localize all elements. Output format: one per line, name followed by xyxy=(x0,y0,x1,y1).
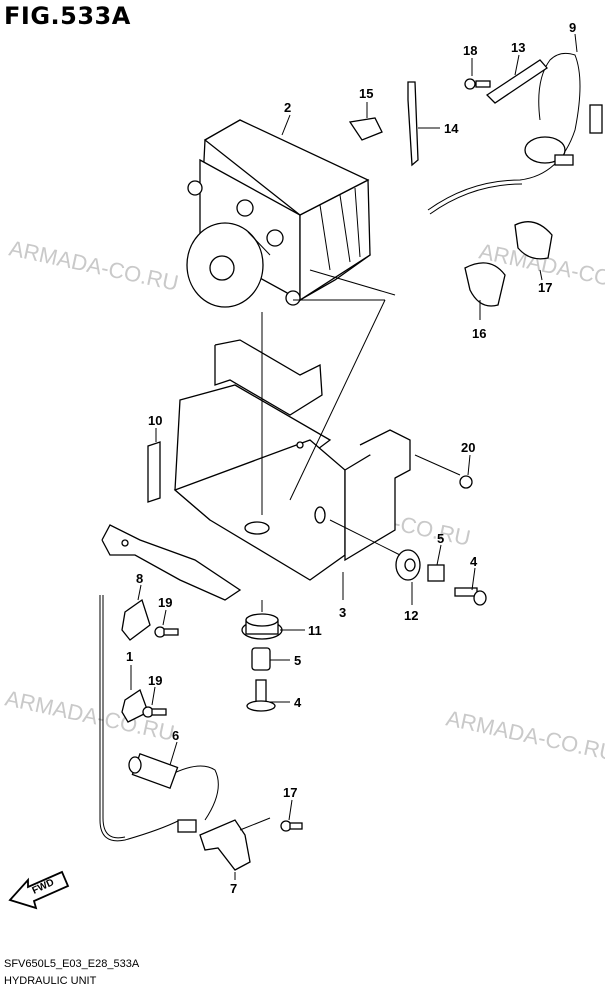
bolt-part-19-upper xyxy=(154,626,179,638)
callout-20: 20 xyxy=(461,440,475,455)
callout-9: 9 xyxy=(569,20,576,35)
bolt-part-18 xyxy=(464,78,491,90)
clip-part-15 xyxy=(348,117,383,141)
callout-8: 8 xyxy=(136,571,143,586)
callout-10: 10 xyxy=(148,413,162,428)
clamp-part-16 xyxy=(464,262,506,307)
callout-3: 3 xyxy=(339,605,346,620)
clamp-part-7 xyxy=(199,819,251,871)
callout-5-right: 5 xyxy=(437,531,444,546)
section-name: HYDRAULIC UNIT xyxy=(4,975,97,987)
callout-18: 18 xyxy=(463,43,477,58)
callout-17-upper: 17 xyxy=(538,280,552,295)
grommet-part-11 xyxy=(241,613,283,640)
bracket-part-3 xyxy=(101,339,411,601)
callout-1: 1 xyxy=(126,649,133,664)
bolt-part-4-right xyxy=(454,587,487,606)
callout-5-bottom: 5 xyxy=(294,653,301,668)
hydraulic-unit-part-2 xyxy=(186,119,371,308)
callout-2: 2 xyxy=(284,100,291,115)
callout-7: 7 xyxy=(230,881,237,896)
sensor-part-9 xyxy=(427,52,603,215)
callout-15: 15 xyxy=(359,86,373,101)
callout-4-bottom: 4 xyxy=(294,695,302,710)
callout-12: 12 xyxy=(404,608,418,623)
callout-17-lower: 17 xyxy=(283,785,297,800)
figure-title: FIG.533A xyxy=(4,2,131,30)
pad-part-10 xyxy=(147,441,161,503)
bolt-part-20 xyxy=(414,454,473,489)
callout-14: 14 xyxy=(444,121,459,136)
bolt-part-19-lower xyxy=(142,706,167,718)
callout-6: 6 xyxy=(172,728,179,743)
clamp-part-13 xyxy=(485,59,548,104)
collar-part-5-right xyxy=(427,564,445,582)
sensor-part-6 xyxy=(99,595,219,842)
bracket-part-1 xyxy=(121,689,149,723)
callout-11: 11 xyxy=(308,623,322,638)
collar-part-5-bottom xyxy=(251,647,271,671)
bolt-part-17-lower xyxy=(280,820,303,832)
bolt-part-4-bottom xyxy=(246,679,276,712)
model-code: SFV650L5_E03_E28_533A xyxy=(4,958,140,970)
callout-13: 13 xyxy=(511,40,525,55)
callout-16: 16 xyxy=(472,326,486,341)
bracket-part-8 xyxy=(121,598,151,641)
callout-19-upper: 19 xyxy=(158,595,172,610)
fwd-arrow: FWD xyxy=(8,870,70,910)
cable-tie-part-14 xyxy=(407,81,419,167)
watermark-bottom-right: ARMADA-CO.RU xyxy=(444,705,605,765)
watermark-top-left: ARMADA-CO.RU xyxy=(7,235,181,295)
grommet-part-12 xyxy=(395,549,421,581)
callout-19-lower: 19 xyxy=(148,673,162,688)
callout-4-right: 4 xyxy=(470,554,478,569)
clamp-part-17-upper xyxy=(514,221,553,260)
